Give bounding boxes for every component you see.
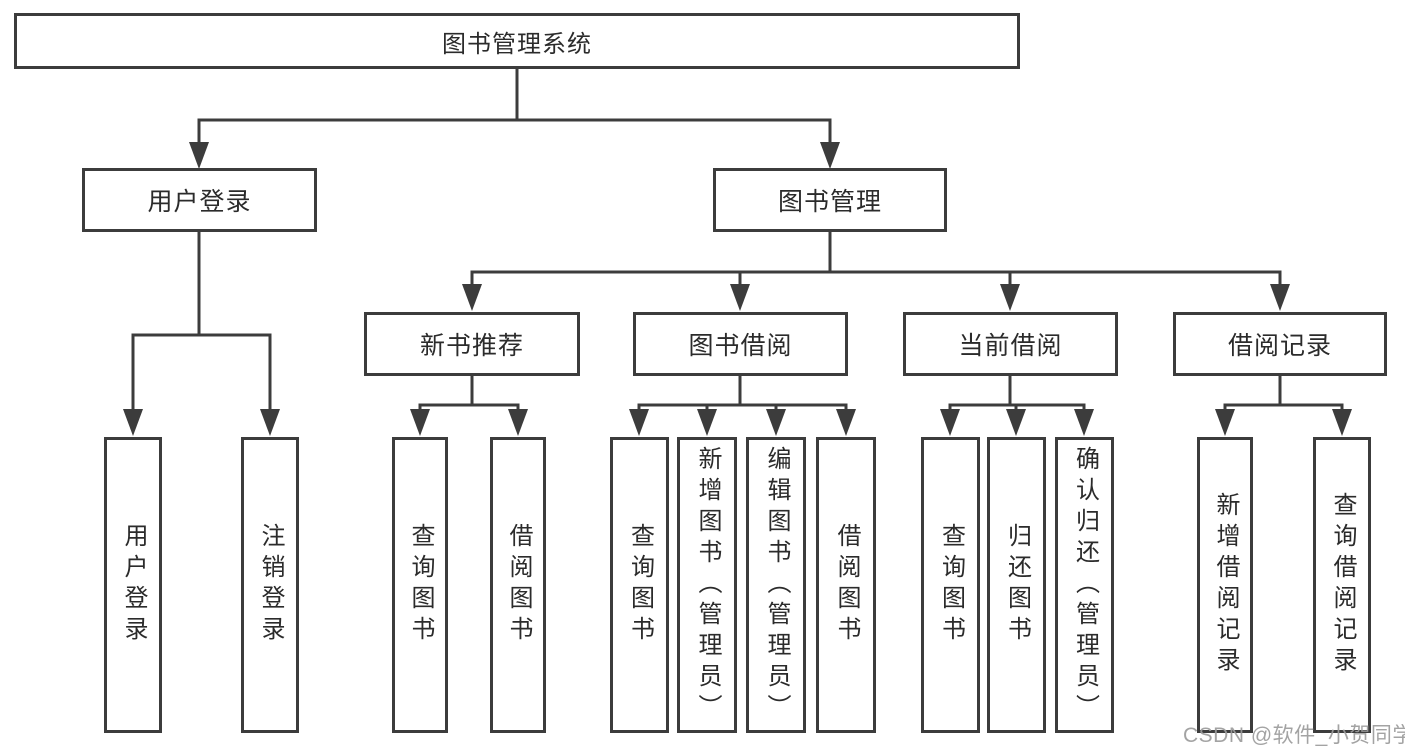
arrowhead-down-icon bbox=[629, 409, 649, 436]
leaf-label: 用户登录 bbox=[120, 523, 147, 647]
arrowhead-down-icon bbox=[697, 409, 717, 436]
node-current-borrowing: 当前借阅 bbox=[903, 312, 1118, 376]
arrowhead-down-icon bbox=[1074, 409, 1094, 436]
node-book-borrowing: 图书借阅 bbox=[633, 312, 848, 376]
node-leaf-query-books-current: 查询图书 bbox=[921, 437, 980, 733]
arrowhead-down-icon bbox=[1006, 409, 1026, 436]
leaf-label: 注销登录 bbox=[257, 523, 284, 647]
arrowhead-down-icon bbox=[189, 142, 209, 169]
node-leaf-add-book-admin: 新增图书（管理员） bbox=[677, 437, 737, 733]
node-book-management: 图书管理 bbox=[713, 168, 947, 232]
arrowhead-down-icon bbox=[766, 409, 786, 436]
leaf-label: 编辑图书（管理员） bbox=[763, 445, 790, 725]
arrowhead-down-icon bbox=[836, 409, 856, 436]
node-leaf-borrow-books-recommend: 借阅图书 bbox=[490, 437, 546, 733]
leaf-label: 新增图书（管理员） bbox=[694, 445, 721, 725]
leaf-label: 查询图书 bbox=[937, 523, 965, 647]
node-new-book-recommendation: 新书推荐 bbox=[364, 312, 580, 376]
node-leaf-user-login: 用户登录 bbox=[104, 437, 162, 733]
node-leaf-confirm-return-admin: 确认归还（管理员） bbox=[1055, 437, 1114, 733]
node-leaf-query-books-borrow: 查询图书 bbox=[610, 437, 669, 733]
arrowhead-down-icon bbox=[1215, 409, 1235, 436]
leaf-label: 查询借阅记录 bbox=[1329, 492, 1356, 678]
arrowhead-down-icon bbox=[123, 409, 143, 436]
arrowhead-down-icon bbox=[820, 142, 840, 169]
arrowhead-down-icon bbox=[462, 284, 482, 311]
node-library-system: 图书管理系统 bbox=[14, 13, 1020, 69]
node-leaf-borrow-books: 借阅图书 bbox=[816, 437, 876, 733]
leaf-label: 归还图书 bbox=[1003, 523, 1031, 647]
arrowhead-down-icon bbox=[260, 409, 280, 436]
node-leaf-return-book: 归还图书 bbox=[987, 437, 1046, 733]
leaf-label: 借阅图书 bbox=[833, 523, 860, 647]
node-leaf-query-books-recommend: 查询图书 bbox=[392, 437, 448, 733]
leaf-label: 新增借阅记录 bbox=[1212, 492, 1239, 678]
arrowhead-down-icon bbox=[730, 284, 750, 311]
arrowhead-down-icon bbox=[1270, 284, 1290, 311]
node-leaf-add-borrow-record: 新增借阅记录 bbox=[1197, 437, 1253, 733]
node-leaf-query-borrow-record: 查询借阅记录 bbox=[1313, 437, 1371, 733]
arrowhead-down-icon bbox=[1000, 284, 1020, 311]
arrowhead-down-icon bbox=[1332, 409, 1352, 436]
watermark: CSDN @软件_小贺同学 bbox=[1183, 724, 1405, 747]
node-borrowing-records: 借阅记录 bbox=[1173, 312, 1387, 376]
arrowhead-down-icon bbox=[508, 409, 528, 436]
arrowhead-down-icon bbox=[410, 409, 430, 436]
leaf-label: 查询图书 bbox=[407, 523, 434, 647]
node-leaf-logout: 注销登录 bbox=[241, 437, 299, 733]
leaf-label: 查询图书 bbox=[626, 523, 654, 647]
leaf-label: 确认归还（管理员） bbox=[1071, 445, 1099, 725]
leaf-label: 借阅图书 bbox=[505, 523, 532, 647]
arrowhead-down-icon bbox=[940, 409, 960, 436]
node-leaf-edit-book-admin: 编辑图书（管理员） bbox=[746, 437, 806, 733]
node-user-login: 用户登录 bbox=[82, 168, 317, 232]
